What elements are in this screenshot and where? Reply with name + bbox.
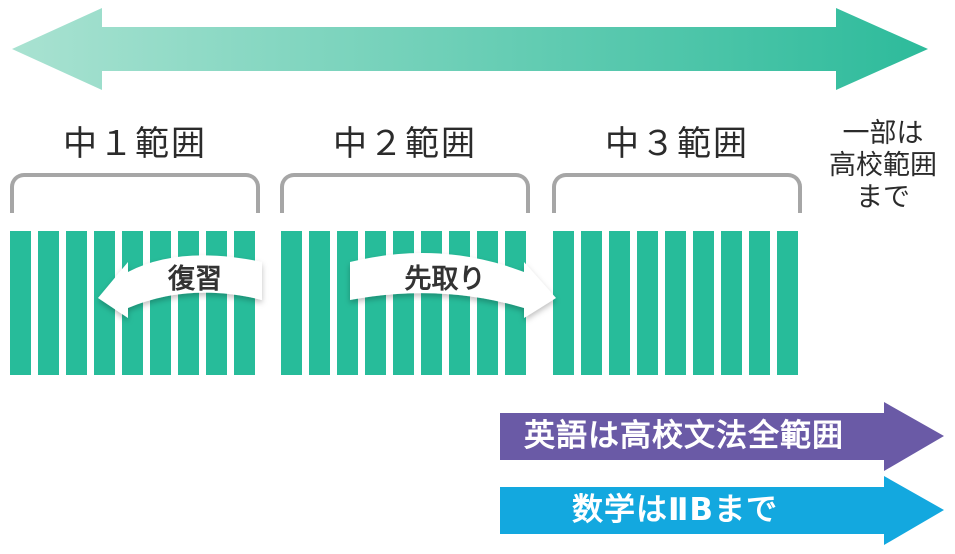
stripes-grade3 xyxy=(553,231,798,375)
stripe-bar xyxy=(581,231,602,375)
high-school-line3: まで xyxy=(856,181,910,213)
high-school-range-label: 一部は 高校範囲 まで xyxy=(818,118,948,214)
high-school-line1: 一部は xyxy=(842,118,924,149)
stripe-bar xyxy=(825,231,846,375)
stripe-bar xyxy=(853,231,874,375)
range-label-grade2: 中２範囲 xyxy=(333,124,477,164)
stripe-bar xyxy=(665,231,686,375)
stripe-bar xyxy=(881,231,902,375)
english-band-label: 英語は高校文法全範囲 xyxy=(524,418,844,454)
bracket-grade2 xyxy=(280,173,530,213)
stripe-bar xyxy=(10,231,31,375)
stripe-bar xyxy=(66,231,87,375)
stripe-bar xyxy=(721,231,742,375)
bracket-grade1 xyxy=(10,173,260,213)
stripe-bar xyxy=(609,231,630,375)
stripe-bar xyxy=(281,231,302,375)
stripe-bar xyxy=(637,231,658,375)
stripe-bar xyxy=(38,231,59,375)
range-label-grade1: 中１範囲 xyxy=(63,124,207,164)
stripe-bar xyxy=(909,231,930,375)
stripe-bar xyxy=(553,231,574,375)
advance-label: 先取り xyxy=(404,264,486,295)
high-school-line2: 高校範囲 xyxy=(829,149,937,181)
range-label-grade3: 中３範囲 xyxy=(605,124,749,164)
stripe-bar xyxy=(749,231,770,375)
bracket-grade3 xyxy=(552,173,802,213)
math-band-label: 数学はⅡBまで xyxy=(572,492,779,528)
stripes-high-school xyxy=(825,231,930,375)
stripe-bar xyxy=(94,231,115,375)
review-label: 復習 xyxy=(168,264,222,295)
stripe-bar xyxy=(693,231,714,375)
stripe-bar xyxy=(777,231,798,375)
timeline-double-arrow xyxy=(12,8,928,90)
stripe-bar xyxy=(309,231,330,375)
